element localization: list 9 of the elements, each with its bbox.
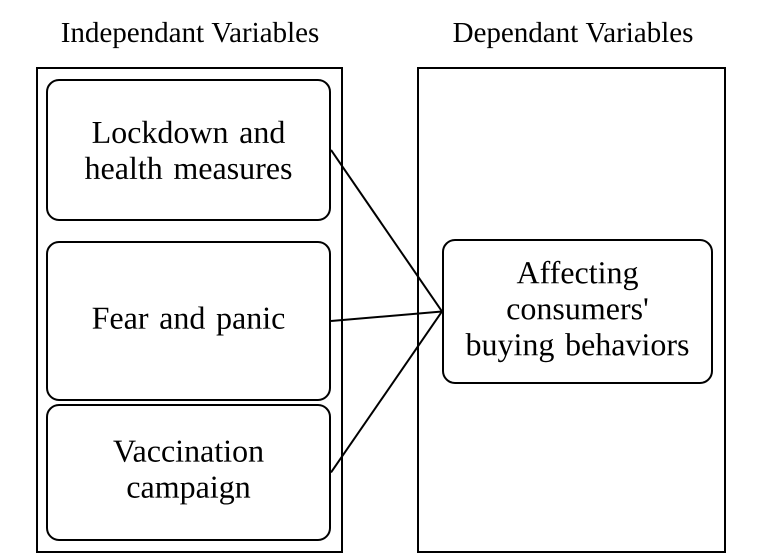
variable-box: Affecting consumers' buying behaviors <box>442 239 713 384</box>
variable-box: Fear and panic <box>46 240 331 401</box>
connector-line <box>330 149 443 312</box>
connector-line <box>330 310 442 322</box>
node-label: Independant Variables <box>62 22 318 48</box>
variable-box: Vaccination campaign <box>46 404 331 541</box>
connector-line <box>330 310 443 474</box>
variable-box: Lockdown and health measures <box>46 79 331 221</box>
node-label: Dependant Variables <box>453 22 692 48</box>
